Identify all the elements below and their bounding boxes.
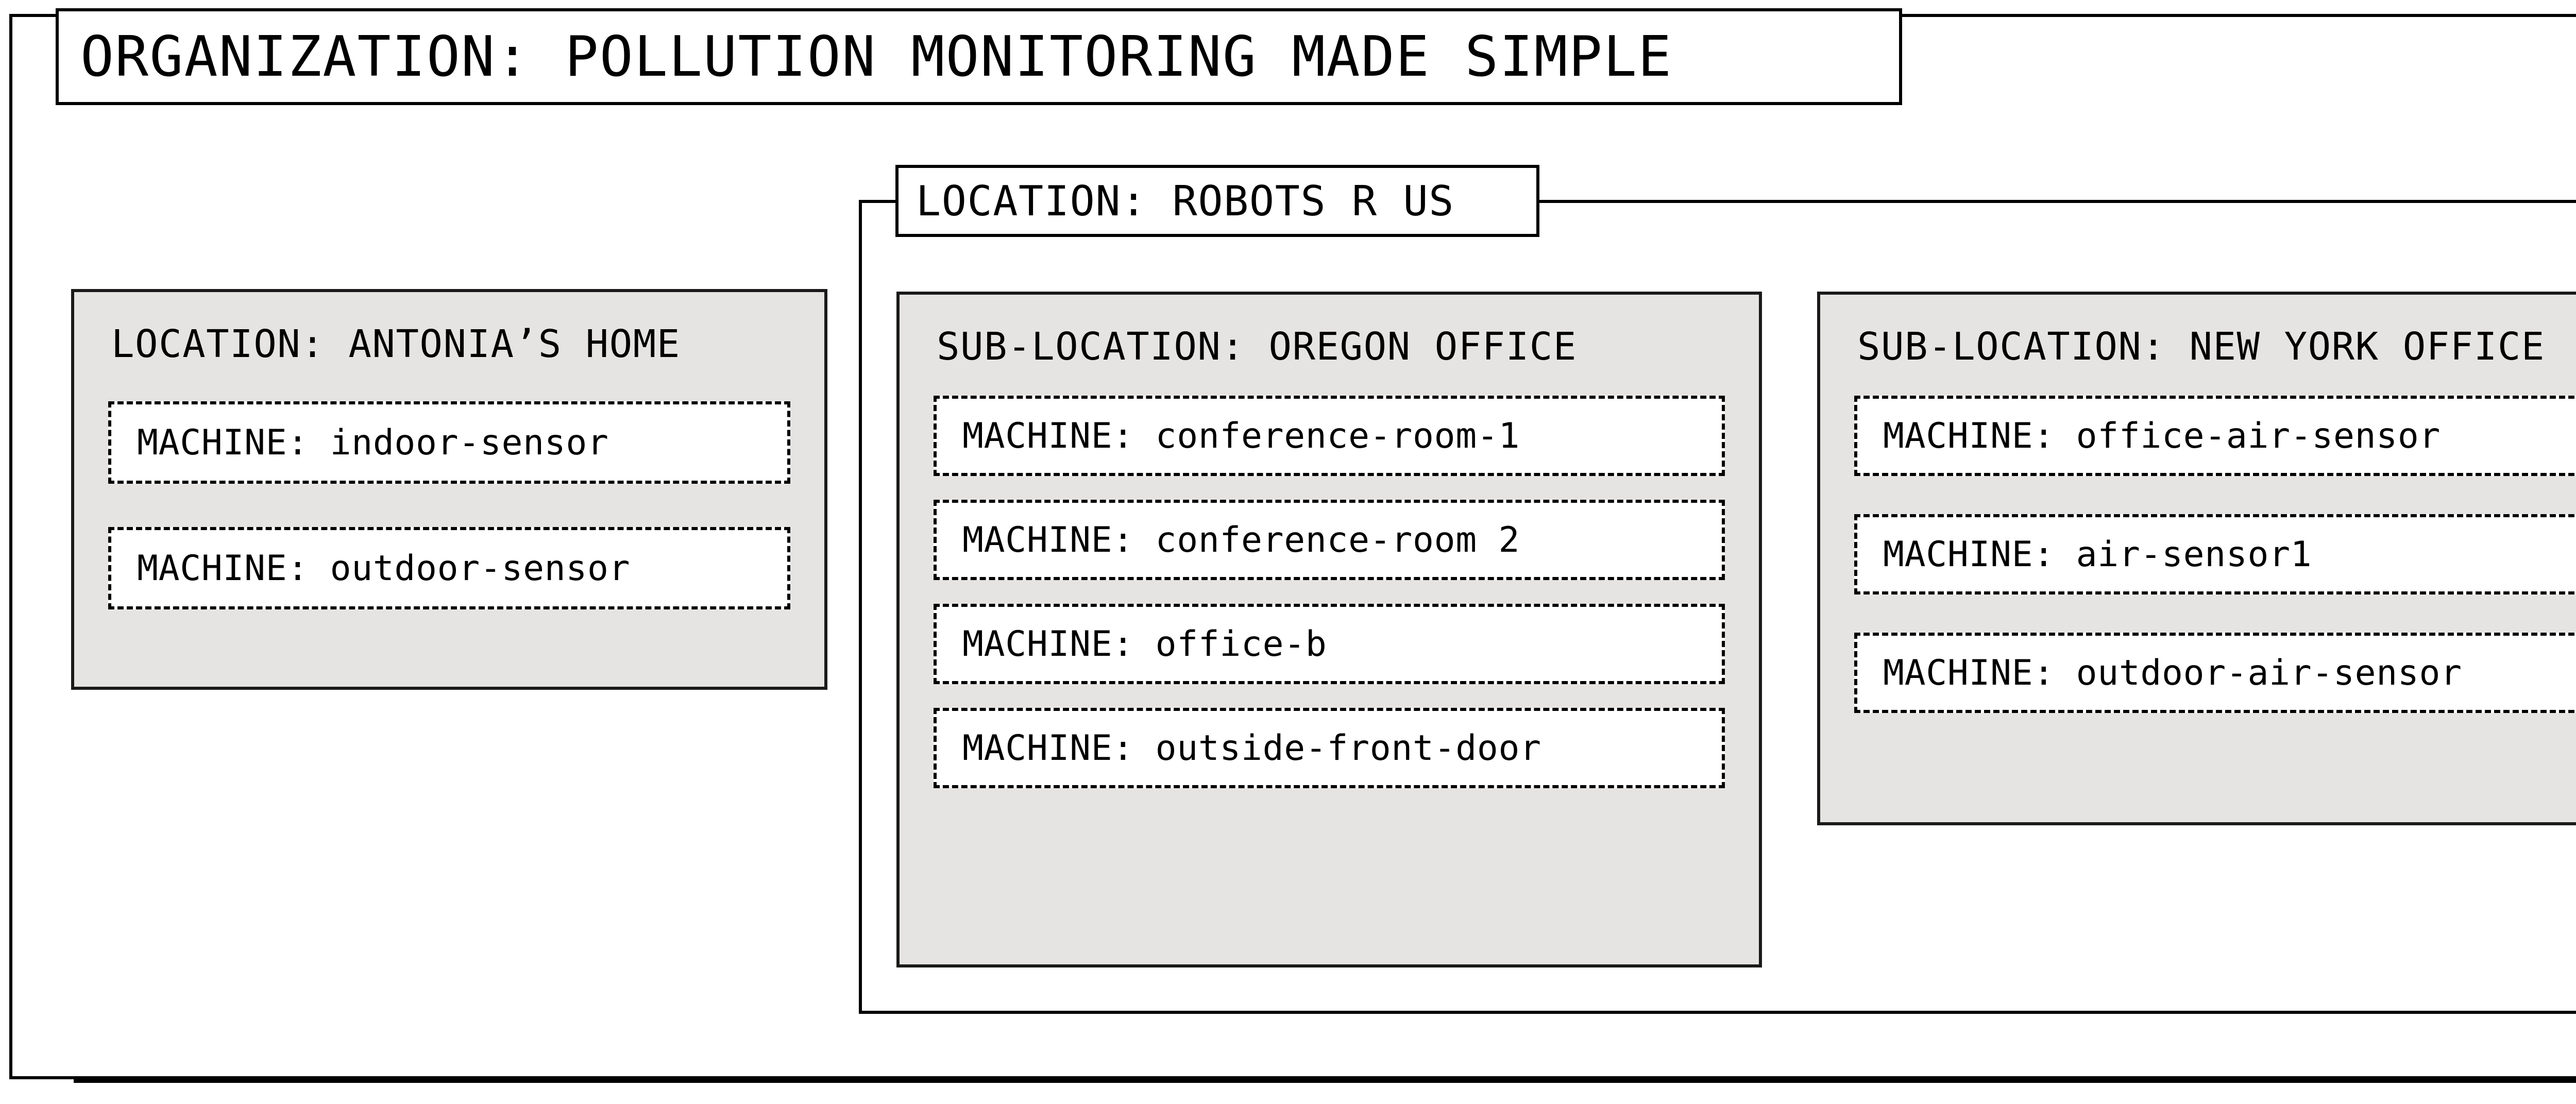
sublocation-title-new-york-office: SUB-LOCATION: NEW YORK OFFICE <box>1857 325 2545 369</box>
machine-box-conference-room-1[interactable]: MACHINE: conference-room-1 <box>934 396 1725 476</box>
machine-label: MACHINE: outside-front-door <box>962 727 1541 769</box>
machine-box-outdoor-sensor[interactable]: MACHINE: outdoor-sensor <box>108 527 790 609</box>
machine-box-office-b[interactable]: MACHINE: office-b <box>934 604 1725 684</box>
machine-box-office-air-sensor[interactable]: MACHINE: office-air-sensor <box>1854 396 2576 476</box>
location-panel-antonias-home[interactable]: LOCATION: ANTONIA’S HOME MACHINE: indoor… <box>71 289 827 690</box>
machine-list-antonias-home: MACHINE: indoor-sensor MACHINE: outdoor-… <box>108 401 790 653</box>
machine-box-outdoor-air-sensor[interactable]: MACHINE: outdoor-air-sensor <box>1854 633 2576 713</box>
machine-label: MACHINE: indoor-sensor <box>137 422 609 463</box>
sublocation-panel-new-york-office[interactable]: SUB-LOCATION: NEW YORK OFFICE MACHINE: o… <box>1817 292 2576 825</box>
location-title-box-robots-r-us[interactable]: LOCATION: ROBOTS R US <box>895 165 1539 237</box>
machine-box-outside-front-door[interactable]: MACHINE: outside-front-door <box>934 708 1725 788</box>
machine-box-indoor-sensor[interactable]: MACHINE: indoor-sensor <box>108 401 790 484</box>
sublocation-panel-oregon-office[interactable]: SUB-LOCATION: OREGON OFFICE MACHINE: con… <box>896 292 1762 967</box>
machine-label: MACHINE: air-sensor1 <box>1883 534 2312 575</box>
machine-box-air-sensor1[interactable]: MACHINE: air-sensor1 <box>1854 514 2576 595</box>
machine-label: MACHINE: office-b <box>962 623 1327 665</box>
location-title-text-robots-r-us: LOCATION: ROBOTS R US <box>916 177 1455 225</box>
organization-title-text: ORGANIZATION: POLLUTION MONITORING MADE … <box>80 24 1673 89</box>
machine-box-conference-room-2[interactable]: MACHINE: conference-room 2 <box>934 500 1725 580</box>
machine-label: MACHINE: outdoor-sensor <box>137 548 631 589</box>
machine-label: MACHINE: office-air-sensor <box>1883 415 2441 456</box>
machine-label: MACHINE: conference-room 2 <box>962 519 1520 561</box>
sublocation-title-oregon-office: SUB-LOCATION: OREGON OFFICE <box>937 325 1577 369</box>
organization-title-box[interactable]: ORGANIZATION: POLLUTION MONITORING MADE … <box>56 8 1902 105</box>
machine-list-new-york-office: MACHINE: office-air-sensor MACHINE: air-… <box>1854 396 2576 751</box>
machine-list-oregon-office: MACHINE: conference-room-1 MACHINE: conf… <box>934 396 1725 788</box>
location-title-antonias-home: LOCATION: ANTONIA’S HOME <box>111 322 681 366</box>
machine-label: MACHINE: outdoor-air-sensor <box>1883 652 2462 693</box>
machine-label: MACHINE: conference-room-1 <box>962 415 1520 456</box>
